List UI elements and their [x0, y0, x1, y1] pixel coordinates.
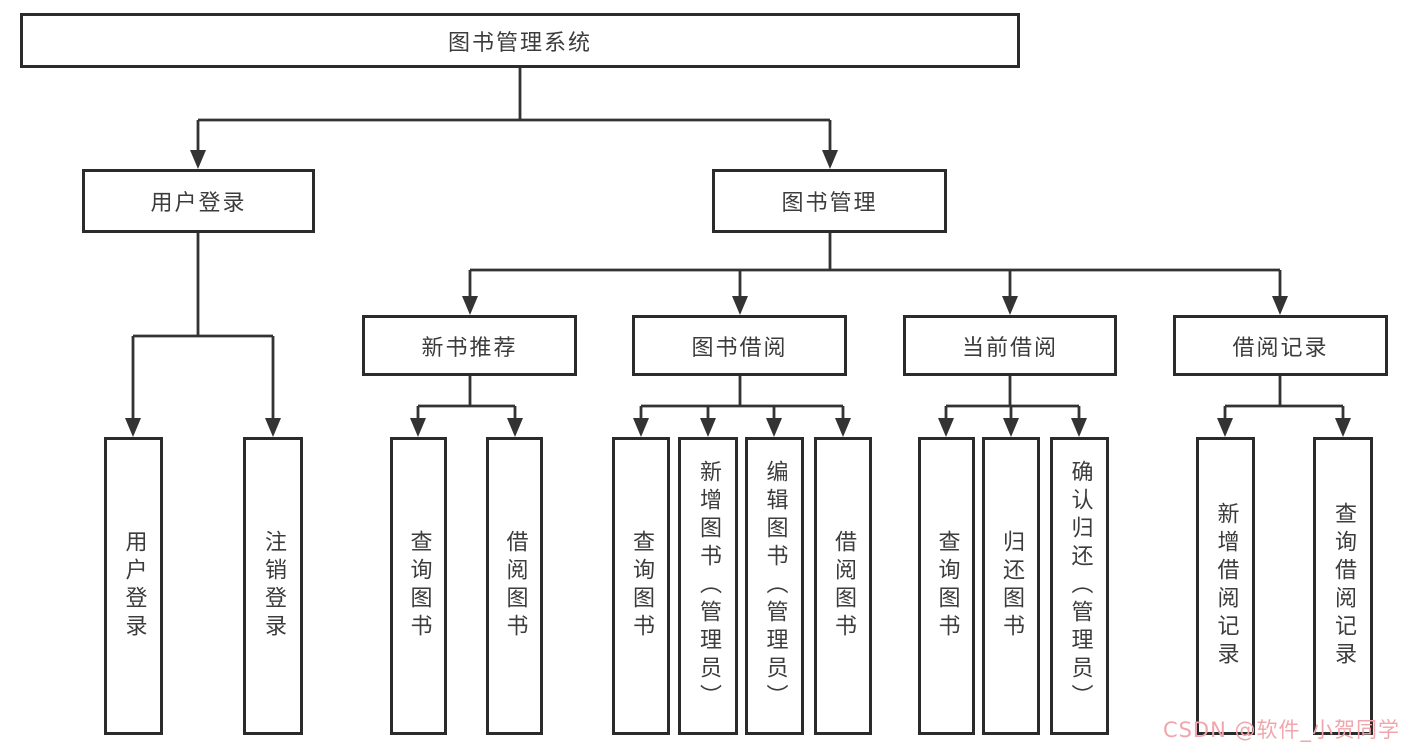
- leaf-label: 查询图书: [406, 530, 432, 642]
- arrowhead: [1272, 296, 1288, 315]
- leaf-label: 查询图书: [934, 530, 960, 642]
- arrowhead: [1002, 296, 1018, 315]
- connector-userlogin-to-leaves: [131, 233, 275, 420]
- arrowhead: [700, 418, 716, 437]
- leaf-borrow-query-books: 查询图书: [612, 437, 670, 735]
- connector-current-to-leaves: [944, 376, 1081, 420]
- arrowhead: [190, 150, 206, 169]
- arrowhead: [462, 296, 478, 315]
- leaf-label: 查询借阅记录: [1331, 502, 1356, 670]
- arrowhead: [633, 418, 649, 437]
- arrowhead: [507, 418, 523, 437]
- arrowhead: [1003, 418, 1019, 437]
- node-library-system-root: 图书管理系统: [20, 13, 1020, 68]
- node-borrow-records: 借阅记录: [1173, 315, 1388, 376]
- node-book-borrowing: 图书借阅: [632, 315, 847, 376]
- leaf-label: 查询图书: [629, 530, 654, 642]
- leaf-borrow-borrow-books: 借阅图书: [814, 437, 872, 735]
- leaf-label: 借阅图书: [831, 530, 856, 642]
- leaf-query-borrow-record: 查询借阅记录: [1313, 437, 1373, 735]
- leaf-logout: 注销登录: [243, 437, 303, 735]
- leaf-label: 新增图书（管理员）: [696, 460, 721, 712]
- connector-borrow-to-leaves: [639, 376, 845, 420]
- node-current-borrowing: 当前借阅: [903, 315, 1117, 376]
- arrowhead: [1335, 418, 1351, 437]
- leaf-recommend-borrow-books: 借阅图书: [486, 437, 543, 735]
- arrowhead: [732, 296, 748, 315]
- leaf-label: 归还图书: [999, 530, 1024, 642]
- leaf-label: 新增借阅记录: [1213, 502, 1239, 670]
- leaf-current-query-books: 查询图书: [918, 437, 975, 735]
- leaf-label: 注销登录: [261, 530, 286, 642]
- arrowhead: [1217, 418, 1233, 437]
- arrowhead: [766, 418, 782, 437]
- connector-recommend-to-leaves: [416, 376, 517, 420]
- node-user-login: 用户登录: [82, 169, 315, 233]
- leaf-confirm-return-admin: 确认归还（管理员）: [1050, 437, 1109, 735]
- arrowhead: [410, 418, 426, 437]
- leaf-add-borrow-record: 新增借阅记录: [1196, 437, 1255, 735]
- arrowhead: [822, 150, 838, 169]
- node-new-book-recommend: 新书推荐: [362, 315, 577, 376]
- leaf-label: 确认归还（管理员）: [1067, 460, 1093, 712]
- arrowhead: [938, 418, 954, 437]
- connector-records-to-leaves: [1223, 376, 1345, 420]
- arrowhead: [265, 418, 281, 437]
- leaf-add-book-admin: 新增图书（管理员）: [678, 437, 738, 735]
- arrowhead: [835, 418, 851, 437]
- node-book-management: 图书管理: [712, 169, 947, 233]
- connector-bookmgmt-to-level3: [468, 233, 1282, 298]
- leaf-user-login: 用户登录: [104, 437, 163, 735]
- leaf-label: 借阅图书: [502, 530, 528, 642]
- leaf-edit-book-admin: 编辑图书（管理员）: [745, 437, 804, 735]
- leaf-label: 用户登录: [121, 530, 147, 642]
- leaf-recommend-query-books: 查询图书: [390, 437, 447, 735]
- arrowhead: [1071, 418, 1087, 437]
- arrowhead: [125, 418, 141, 437]
- leaf-label: 编辑图书（管理员）: [762, 460, 788, 712]
- leaf-return-books: 归还图书: [982, 437, 1040, 735]
- connector-root-to-level2: [196, 68, 832, 152]
